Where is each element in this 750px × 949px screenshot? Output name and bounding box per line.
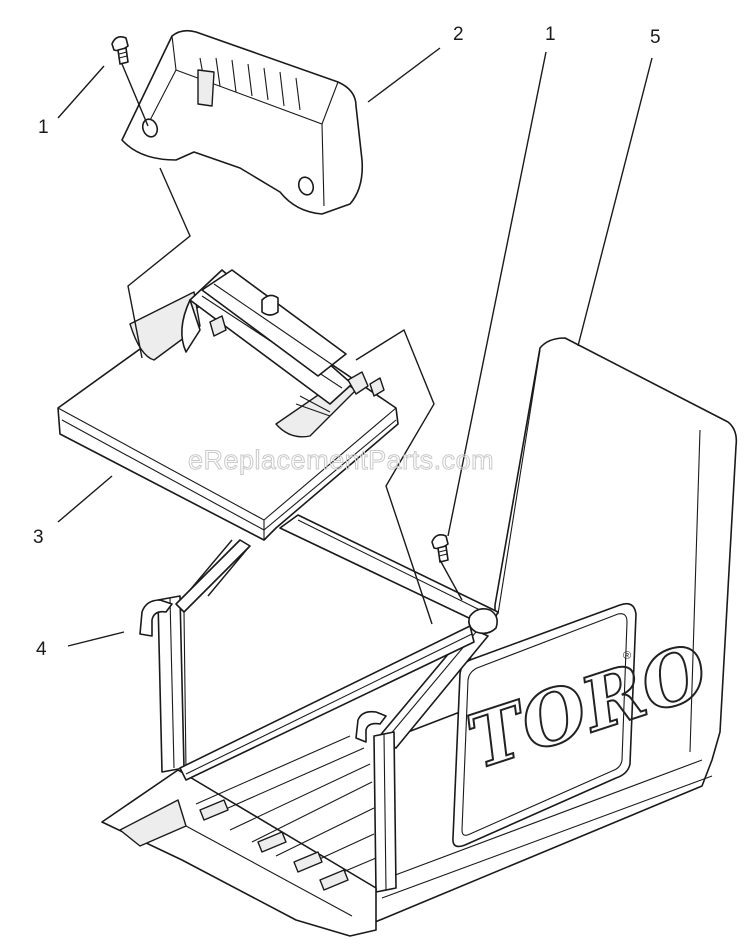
registered-mark: ® bbox=[623, 650, 631, 662]
callout-1-left: 1 bbox=[38, 117, 49, 138]
grass-bag: TORO ® bbox=[367, 337, 738, 926]
assembly-guides bbox=[121, 63, 463, 625]
watermark-text: eReplacementParts.com bbox=[188, 445, 494, 475]
callout-leaders bbox=[57, 47, 653, 647]
handle-grip bbox=[121, 29, 364, 215]
callout-5: 5 bbox=[650, 27, 661, 48]
callout-3: 3 bbox=[33, 527, 44, 548]
screw-upper bbox=[111, 36, 129, 65]
screw-lower bbox=[431, 534, 449, 563]
callout-1-right: 1 bbox=[545, 24, 556, 45]
callout-2: 2 bbox=[453, 24, 464, 45]
bag-frame bbox=[101, 514, 499, 937]
bag-top bbox=[57, 269, 399, 541]
callout-4: 4 bbox=[36, 639, 47, 660]
mount-hole-right bbox=[297, 176, 315, 196]
